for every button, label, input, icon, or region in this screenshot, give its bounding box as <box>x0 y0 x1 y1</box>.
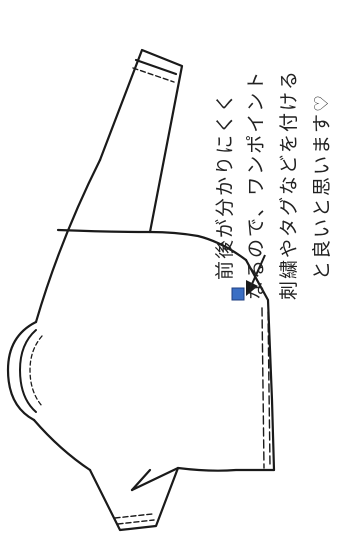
annotation: 前後が分かりにくく なるので、ワンポイント 刺繍やタグなどを付ける と良いと思い… <box>214 69 333 300</box>
lower-underarm-seam <box>130 466 276 492</box>
annotation-line-2: なるので、ワンポイント <box>245 70 267 300</box>
pointer-arrow-shaft <box>251 254 266 285</box>
body-hem-edge <box>244 258 276 472</box>
lower-sleeve-outline <box>88 466 180 532</box>
annotation-line-4: と良いと思います♡ <box>311 93 333 280</box>
pointer-arrow-head <box>246 280 258 296</box>
body-top-left-edge <box>34 158 102 324</box>
body <box>32 158 276 492</box>
upper-sleeve <box>98 48 184 234</box>
armhole-seam <box>56 228 248 262</box>
pointer-arrow <box>246 254 266 296</box>
lower-sleeve-cuff-stitch-2 <box>117 519 155 525</box>
annotation-line-1: 前後が分かりにくく <box>214 91 236 280</box>
annotation-line-3: 刺繍やタグなどを付ける <box>278 69 300 300</box>
upper-sleeve-outline <box>98 48 184 234</box>
hem-stitch-2 <box>267 311 271 467</box>
collar <box>6 320 43 422</box>
lower-sleeve-seam <box>130 468 152 492</box>
collar-outer <box>6 320 38 422</box>
lower-sleeve-cuff-stitch-1 <box>114 513 153 519</box>
collar-inner <box>19 329 37 413</box>
upper-sleeve-cuff-stitch-2 <box>132 67 175 83</box>
hem-stitch-1 <box>261 307 265 469</box>
lower-sleeve <box>88 466 180 532</box>
collar-stitch <box>29 335 43 407</box>
body-bottom-left-edge <box>32 418 92 472</box>
upper-sleeve-cuff-stitch-1 <box>134 58 178 76</box>
tag-marker <box>231 287 245 301</box>
